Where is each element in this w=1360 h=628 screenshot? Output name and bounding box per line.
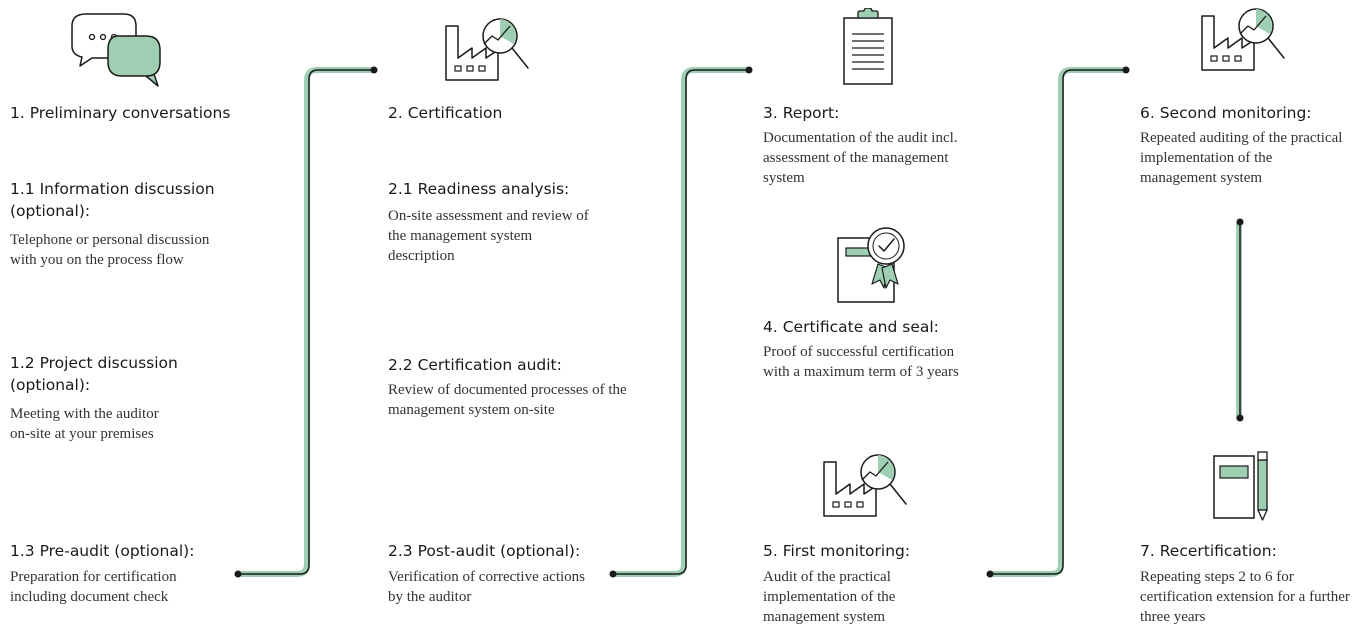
certificate-seal-icon <box>837 227 905 303</box>
step-heading: 4. Certificate and seal: <box>763 318 939 336</box>
step-heading: 1.3 Pre-audit (optional): <box>10 542 195 560</box>
step-heading: 1.2 Project discussion (optional): <box>10 354 178 394</box>
step-description: Meeting with the auditor on-site at your… <box>10 406 159 442</box>
step-description: On-site assessment and review of the man… <box>388 208 589 264</box>
connector-2-3-highlight <box>613 67 751 577</box>
connector-2-3 <box>612 69 749 575</box>
step-heading: 2. Certification <box>388 104 503 122</box>
step-description: Audit of the practical implementation of… <box>763 569 896 625</box>
notebook-pencil-icon <box>1213 451 1268 521</box>
step-description: Repeated auditing of the practical imple… <box>1140 130 1343 186</box>
clipboard-icon <box>843 8 893 85</box>
step-description: Verification of corrective actions by th… <box>388 569 585 605</box>
connector-dot <box>370 66 378 74</box>
step-heading: 2.2 Certification audit: <box>388 356 562 374</box>
step-description: Documentation of the audit incl. assessm… <box>763 130 958 186</box>
chat-bubbles-icon <box>71 13 161 87</box>
step-heading: 2.1 Readiness analysis: <box>388 180 570 198</box>
connector-dot <box>745 66 753 74</box>
connector-5-6 <box>989 69 1126 575</box>
step-description: Review of documented processes of the ma… <box>388 382 627 418</box>
step-description: Proof of successful certification with a… <box>763 344 959 380</box>
step-heading: 6. Second monitoring: <box>1140 104 1312 122</box>
connector-dot <box>234 570 242 578</box>
step-description: Repeating steps 2 to 6 for certification… <box>1140 569 1350 625</box>
factory-magnifier-icon <box>1201 8 1285 71</box>
connector-5-6-highlight <box>990 67 1128 577</box>
step-description: Preparation for certification including … <box>10 569 177 605</box>
step-heading: 2.3 Post-audit (optional): <box>388 542 581 560</box>
connector-dot <box>1236 414 1244 422</box>
connector-dot <box>986 570 994 578</box>
connector-dot <box>1122 66 1130 74</box>
step-heading: 3. Report: <box>763 104 840 122</box>
factory-magnifier-icon <box>823 454 907 517</box>
connector-dot <box>609 570 617 578</box>
step-heading: 7. Recertification: <box>1140 542 1277 560</box>
connector-1-2-highlight <box>239 67 376 577</box>
factory-magnifier-icon <box>445 18 529 81</box>
step-heading: 5. First monitoring: <box>763 542 911 560</box>
step-heading: 1. Preliminary conversations <box>10 104 231 122</box>
step-description: Telephone or personal discussion with yo… <box>10 232 210 268</box>
step-heading: 1.1 Information discussion (optional): <box>10 180 215 220</box>
connector-dot <box>1236 218 1244 226</box>
connector-1-2 <box>237 69 374 575</box>
